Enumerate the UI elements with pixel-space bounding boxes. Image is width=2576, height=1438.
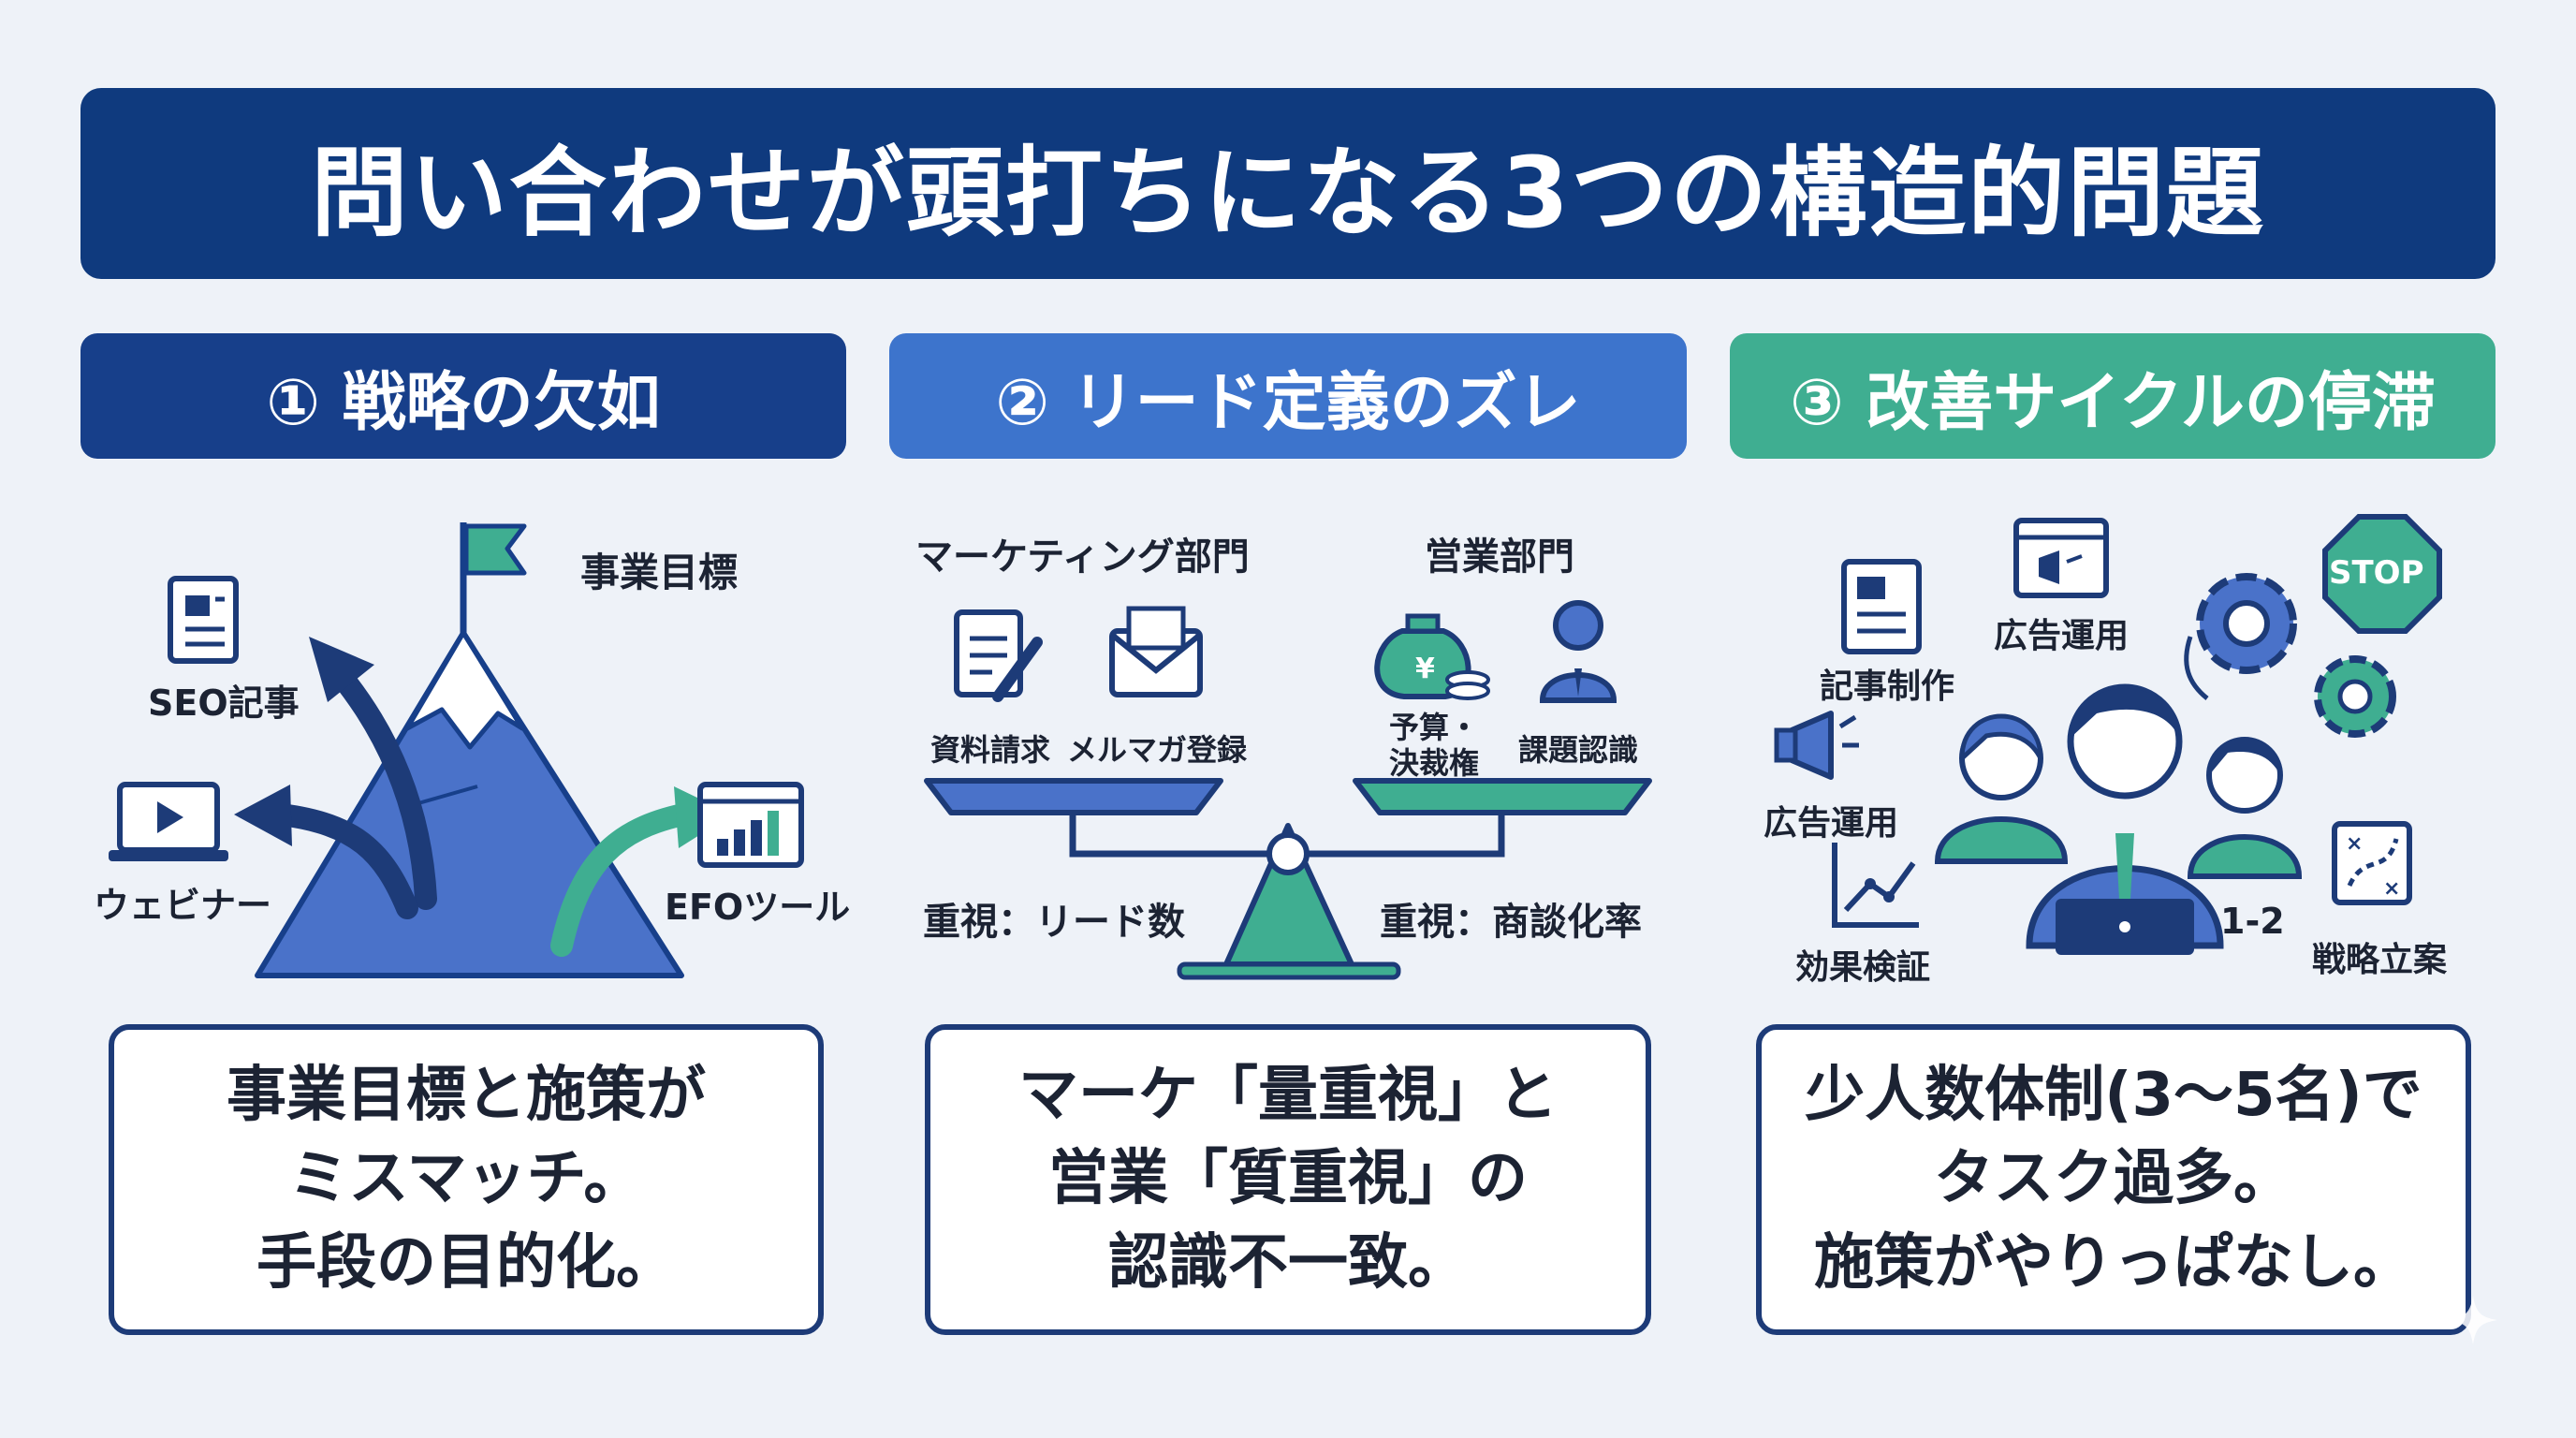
svg-text:¥: ¥	[1415, 653, 1435, 685]
document-icon	[168, 576, 239, 664]
business-person-icon	[1539, 600, 1617, 703]
label-focus-lead-count: 重視：リード数	[923, 901, 1185, 944]
arrow-to-webinar-icon	[270, 803, 418, 919]
label-effect-verification: 効果検証	[1795, 948, 1931, 987]
woman-avatar-right-icon	[2187, 737, 2303, 879]
megaphone-icon	[1774, 711, 1859, 780]
card-line: 少人数体制(3〜5名)で	[1805, 1060, 2422, 1130]
label-sales-dept: 営業部門	[1425, 536, 1574, 579]
column-header-strategy: ① 戦略の欠如	[80, 333, 846, 459]
mail-icon	[1109, 606, 1203, 697]
label-budget: 予算・	[1389, 710, 1480, 745]
label-ad-operation-left: 広告運用	[1764, 804, 1899, 843]
left-pan	[924, 778, 1223, 815]
label-authority: 決裁権	[1389, 745, 1480, 781]
woman-avatar-icon	[1934, 713, 2069, 864]
label-document-request: 資料請求	[930, 732, 1051, 768]
card-line: 施策がやりっぱなし。	[1814, 1227, 2413, 1298]
card-line: ミスマッチ。	[288, 1144, 644, 1214]
video-laptop-icon	[109, 782, 228, 861]
card-line: 営業「質重視」の	[1048, 1144, 1528, 1214]
man-avatar-icon	[2026, 683, 2224, 955]
label-marketing-dept: マーケティング部門	[915, 536, 1250, 579]
label-webinar: ウェビナー	[94, 885, 272, 926]
label-team-size: 1-2	[2220, 901, 2285, 942]
arrow-to-seo-icon	[329, 663, 437, 910]
dashboard-chart-icon	[697, 782, 804, 868]
arrow-to-efo-icon	[550, 803, 695, 957]
label-issue-awareness: 課題認識	[1518, 732, 1639, 768]
gear-icon	[2196, 573, 2297, 674]
label-business-goal: 事業目標	[580, 550, 739, 595]
label-ad-operation-top: 広告運用	[1994, 617, 2130, 655]
column-header-lead-definition: ② リード定義のズレ	[889, 333, 1687, 459]
gear-small-icon	[2314, 655, 2396, 738]
sparkle-icon	[2449, 1296, 2497, 1344]
column-header-improvement-cycle: ③ 改善サイクルの停滞	[1730, 333, 2496, 459]
label-article-production: 記事制作	[1820, 668, 1955, 706]
svg-text:×: ×	[2346, 832, 2363, 856]
label-stop: STOP	[2329, 554, 2424, 592]
money-bag-icon: ¥	[1374, 613, 1490, 700]
label-strategy-planning: 戦略立案	[2312, 941, 2448, 979]
mountain-illustration	[109, 522, 804, 978]
right-pan	[1353, 778, 1652, 815]
flag-icon	[463, 523, 527, 576]
summary-card-strategy: 事業目標と施策が ミスマッチ。 手段の目的化。	[109, 1024, 824, 1335]
card-line: 手段の目的化。	[256, 1227, 676, 1298]
summary-card-improvement-cycle: 少人数体制(3〜5名)で タスク過多。 施策がやりっぱなし。	[1756, 1024, 2471, 1335]
card-line: タスク過多。	[1934, 1144, 2293, 1214]
card-line: 事業目標と施策が	[227, 1060, 706, 1130]
card-line: マーケ「量重視」と	[1018, 1060, 1558, 1130]
scale-illustration: ¥	[924, 600, 1652, 980]
card-line: 認識不一致。	[1108, 1227, 1468, 1298]
strategy-board-icon: × ×	[2332, 821, 2412, 905]
line-chart-icon	[1832, 843, 1919, 928]
team-illustration: × ×	[1774, 514, 2442, 955]
page-title: 問い合わせが頭打ちになる3つの構造的問題	[310, 135, 2266, 250]
stop-sign-icon	[2322, 514, 2442, 634]
snow-cap-icon	[404, 630, 525, 750]
label-efo-tool: EFOツール	[665, 887, 851, 928]
label-focus-deal-rate: 重視：商談化率	[1380, 901, 1642, 944]
title-banner: 問い合わせが頭打ちになる3つの構造的問題	[80, 88, 2496, 279]
label-newsletter-signup: メルマガ登録	[1067, 732, 1248, 768]
label-seo-article: SEO記事	[148, 682, 300, 724]
document-pencil-icon	[954, 609, 1043, 702]
article-document-icon	[1841, 559, 1922, 654]
svg-text:×: ×	[2383, 877, 2400, 901]
summary-card-lead-definition: マーケ「量重視」と 営業「質重視」の 認識不一致。	[925, 1024, 1651, 1335]
ad-window-icon	[2013, 518, 2109, 598]
